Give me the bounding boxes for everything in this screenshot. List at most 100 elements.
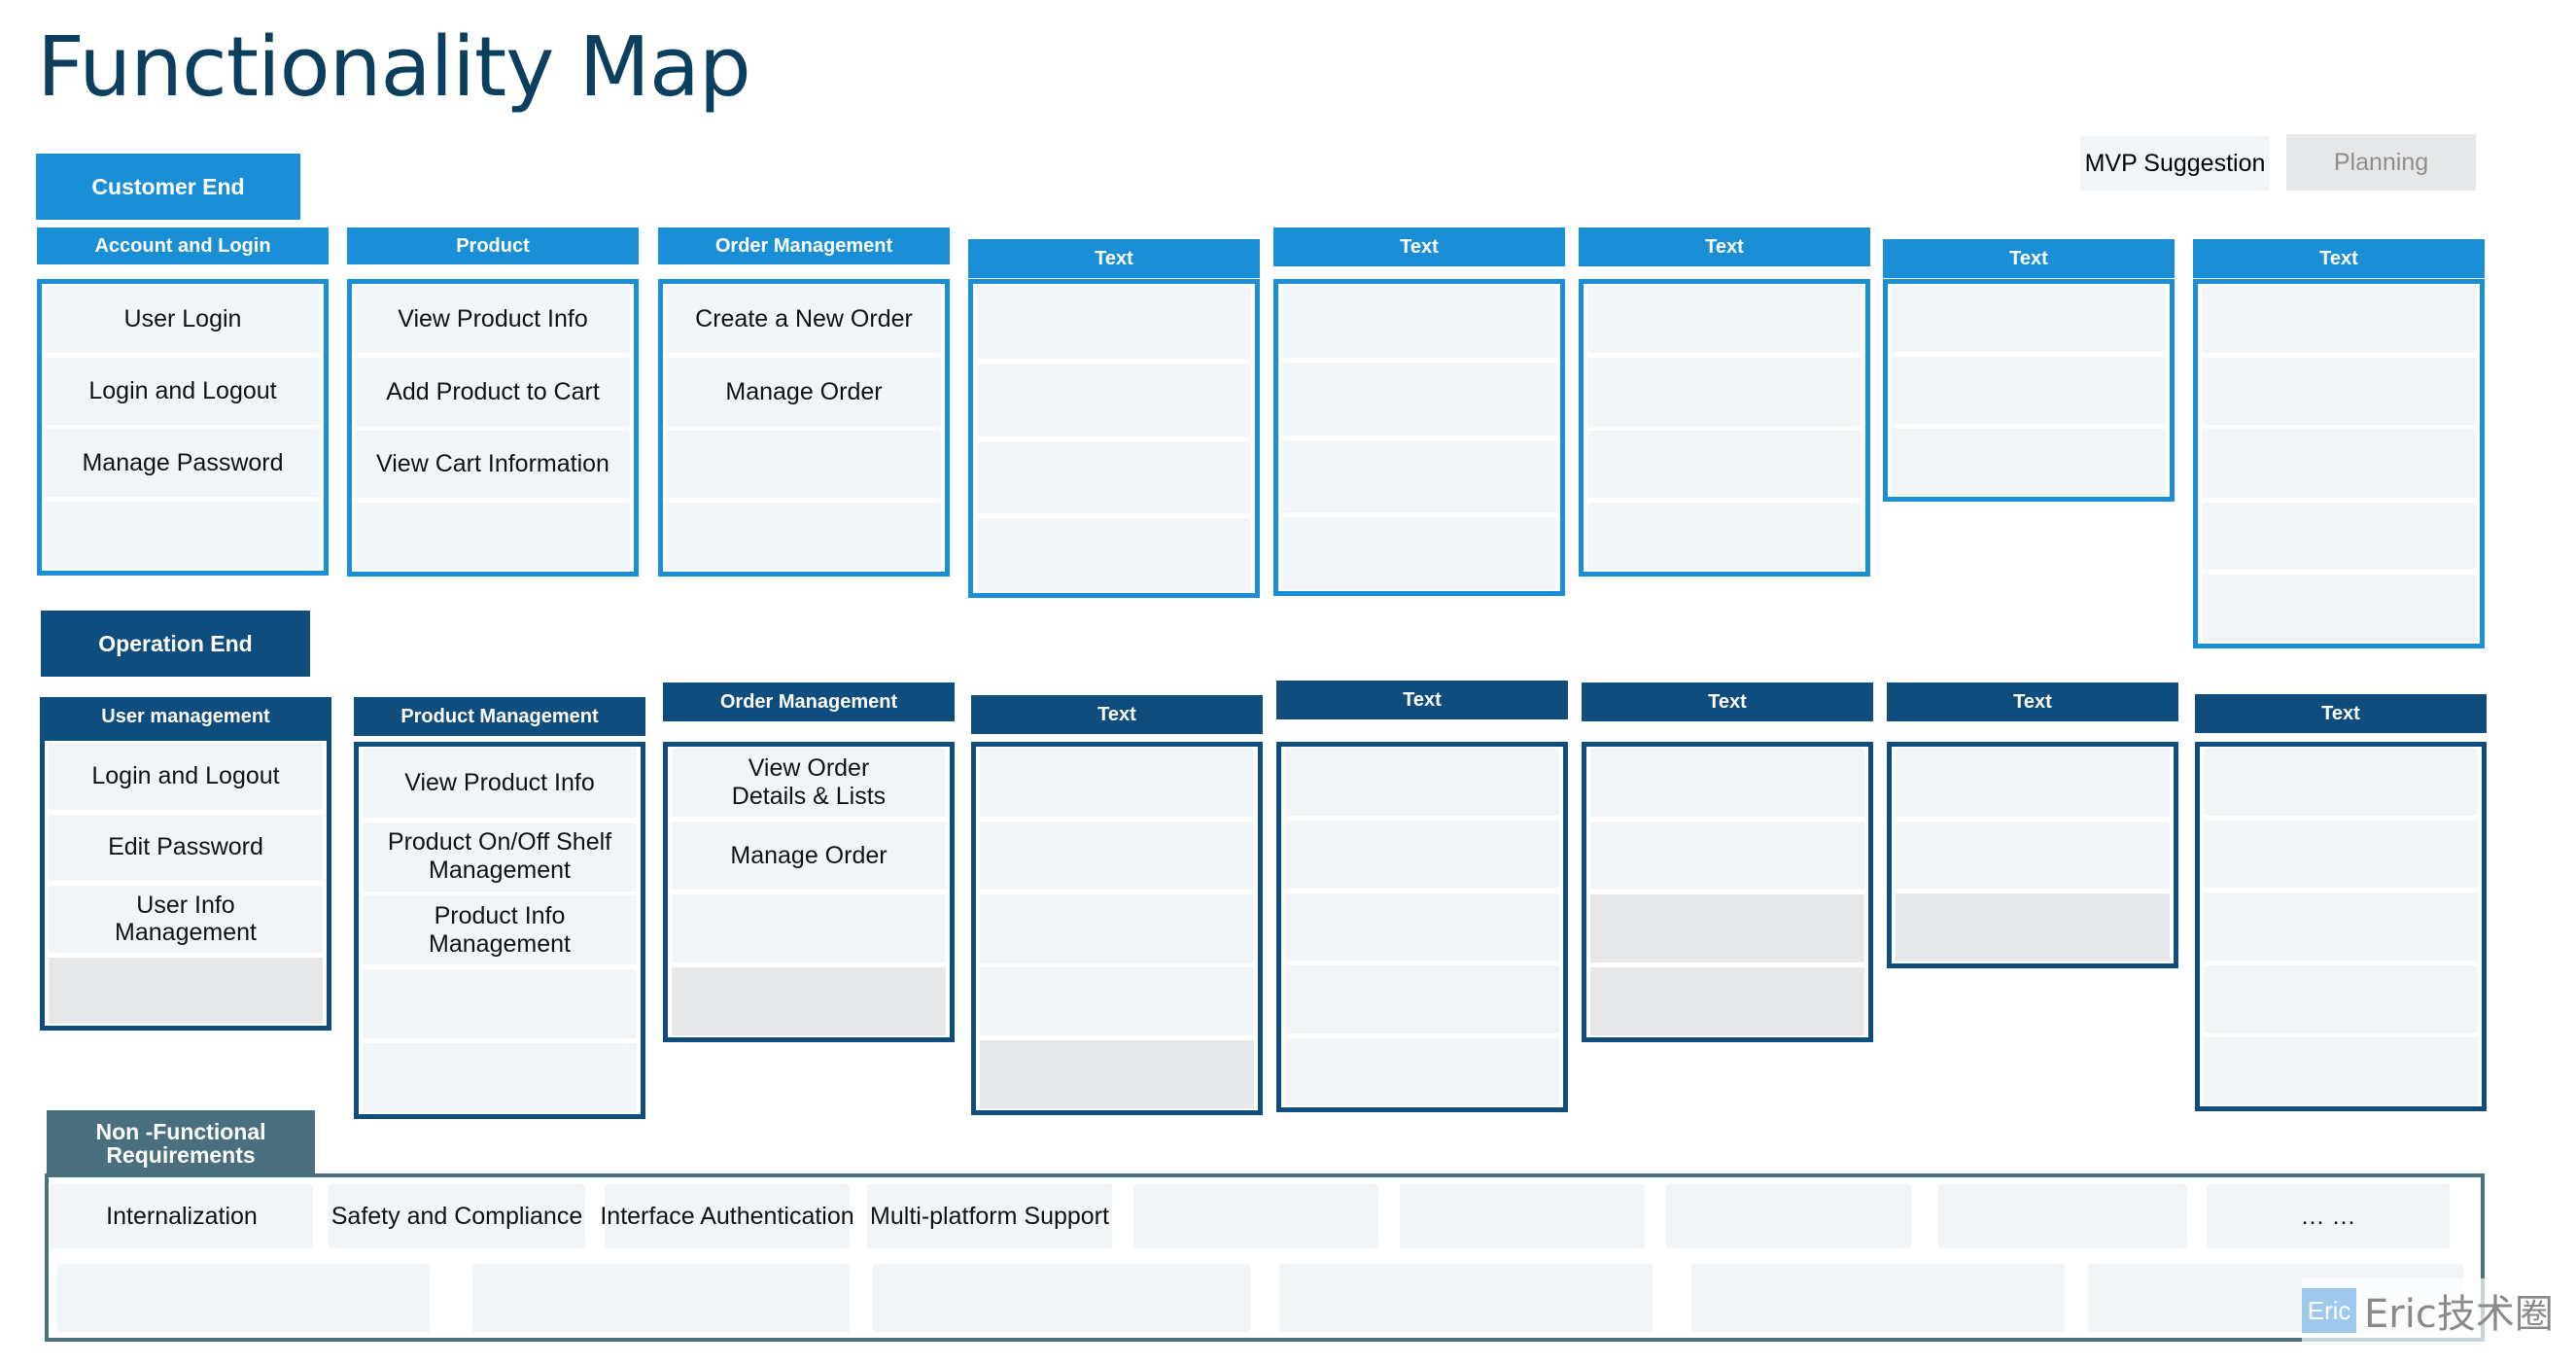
feature-cell <box>672 894 946 962</box>
customer-column-header: Text <box>2193 239 2485 278</box>
page-title: Functionality Map <box>37 19 751 116</box>
feature-cell: Create a New Order <box>667 286 941 354</box>
feature-cell <box>2202 286 2476 354</box>
feature-cell <box>363 969 637 1039</box>
customer-column-box <box>1883 279 2175 502</box>
operation-column-header: Text <box>971 695 1263 734</box>
customer-column-box <box>1273 279 1565 596</box>
operation-column-header: Text <box>1276 681 1568 719</box>
feature-cell <box>1282 439 1556 512</box>
feature-cell: Manage Password <box>46 430 320 497</box>
feature-cell <box>980 822 1254 890</box>
feature-cell: View Order Details & Lists <box>672 749 946 817</box>
feature-cell <box>1587 358 1862 426</box>
nfr-label: Non -Functional Requirements <box>47 1110 315 1176</box>
operation-column-box <box>1276 742 1568 1112</box>
feature-cell <box>1282 516 1556 589</box>
feature-cell: View Product Info <box>363 749 637 818</box>
customer-column-header: Text <box>1579 228 1870 266</box>
legend-mvp-label: MVP Suggestion <box>2084 149 2266 177</box>
feature-cell: User Info Management <box>49 886 323 953</box>
feature-cell <box>2204 821 2478 889</box>
nfr-item <box>56 1264 430 1332</box>
feature-cell <box>1590 822 1864 890</box>
feature-cell <box>1282 286 1556 359</box>
feature-cell <box>1896 893 2170 962</box>
feature-cell <box>2204 749 2478 817</box>
nfr-item <box>1666 1184 1911 1248</box>
feature-cell: Add Product to Cart <box>356 358 630 426</box>
feature-cell <box>1896 749 2170 817</box>
feature-cell <box>980 967 1254 1035</box>
legend-planning-label: Planning <box>2333 148 2429 176</box>
nfr-item: Internalization <box>51 1184 313 1248</box>
operation-end-label: Operation End <box>41 611 310 677</box>
feature-cell <box>977 518 1251 591</box>
feature-cell: Manage Order <box>667 358 941 426</box>
feature-cell <box>1587 430 1862 498</box>
feature-cell <box>977 363 1251 437</box>
feature-cell <box>1285 749 1559 817</box>
feature-cell <box>1285 1037 1559 1106</box>
watermark-logo: Eric <box>2302 1288 2356 1333</box>
feature-cell <box>1590 894 1864 962</box>
legend-planning: Planning <box>2286 134 2476 191</box>
feature-cell: View Product Info <box>356 286 630 354</box>
customer-end-label: Customer End <box>36 154 300 220</box>
operation-column-box <box>1887 742 2178 968</box>
feature-cell <box>980 1040 1254 1108</box>
customer-column-header: Text <box>1273 228 1565 266</box>
feature-cell: User Login <box>46 286 320 353</box>
feature-cell <box>2202 358 2476 426</box>
feature-cell: Product On/Off Shelf Management <box>363 822 637 892</box>
feature-cell <box>980 749 1254 817</box>
nfr-item <box>1133 1184 1378 1248</box>
nfr-item: Multi-platform Support <box>867 1184 1112 1248</box>
nfr-item <box>873 1264 1250 1332</box>
feature-cell <box>1285 965 1559 1033</box>
feature-cell: Login and Logout <box>49 743 323 810</box>
feature-cell <box>2202 430 2476 498</box>
feature-cell <box>1282 363 1556 436</box>
nfr-item <box>1279 1264 1653 1332</box>
operation-column-box <box>971 742 1263 1115</box>
customer-column-box <box>968 279 1260 598</box>
feature-cell <box>667 502 941 570</box>
nfr-item <box>1938 1184 2187 1248</box>
legend-mvp: MVP Suggestion <box>2080 136 2270 191</box>
feature-cell <box>2204 1036 2478 1105</box>
operation-column-header: Order Management <box>663 682 955 721</box>
nfr-item: Interface Authentication <box>600 1184 854 1248</box>
feature-cell <box>2204 892 2478 961</box>
customer-column-header: Text <box>968 239 1260 278</box>
watermark: Eric Eric技术圈 <box>2302 1278 2557 1343</box>
operation-column-header: Product Management <box>354 697 645 736</box>
customer-column-box <box>1579 279 1870 577</box>
nfr-item: Safety and Compliance <box>329 1184 585 1248</box>
customer-column-box <box>2193 279 2485 648</box>
feature-cell <box>1587 502 1862 570</box>
feature-cell <box>2202 574 2476 643</box>
feature-cell: Manage Order <box>672 822 946 890</box>
feature-cell <box>980 894 1254 962</box>
operation-column-box <box>1582 742 1873 1042</box>
nfr-item <box>1400 1184 1645 1248</box>
feature-cell <box>363 1043 637 1112</box>
feature-cell <box>672 967 946 1035</box>
feature-cell: Login and Logout <box>46 358 320 425</box>
operation-column-header: Text <box>2195 694 2487 733</box>
nfr-item: … … <box>2207 1184 2450 1248</box>
feature-cell <box>2204 964 2478 1032</box>
feature-cell: View Cart Information <box>356 430 630 498</box>
operation-column-header: Text <box>1582 682 1873 721</box>
customer-column-header: Account and Login <box>37 228 329 264</box>
feature-cell <box>1285 821 1559 889</box>
feature-cell <box>1892 286 2166 353</box>
customer-column-header: Text <box>1883 239 2175 278</box>
watermark-text: Eric技术圈 <box>2364 1292 2554 1337</box>
